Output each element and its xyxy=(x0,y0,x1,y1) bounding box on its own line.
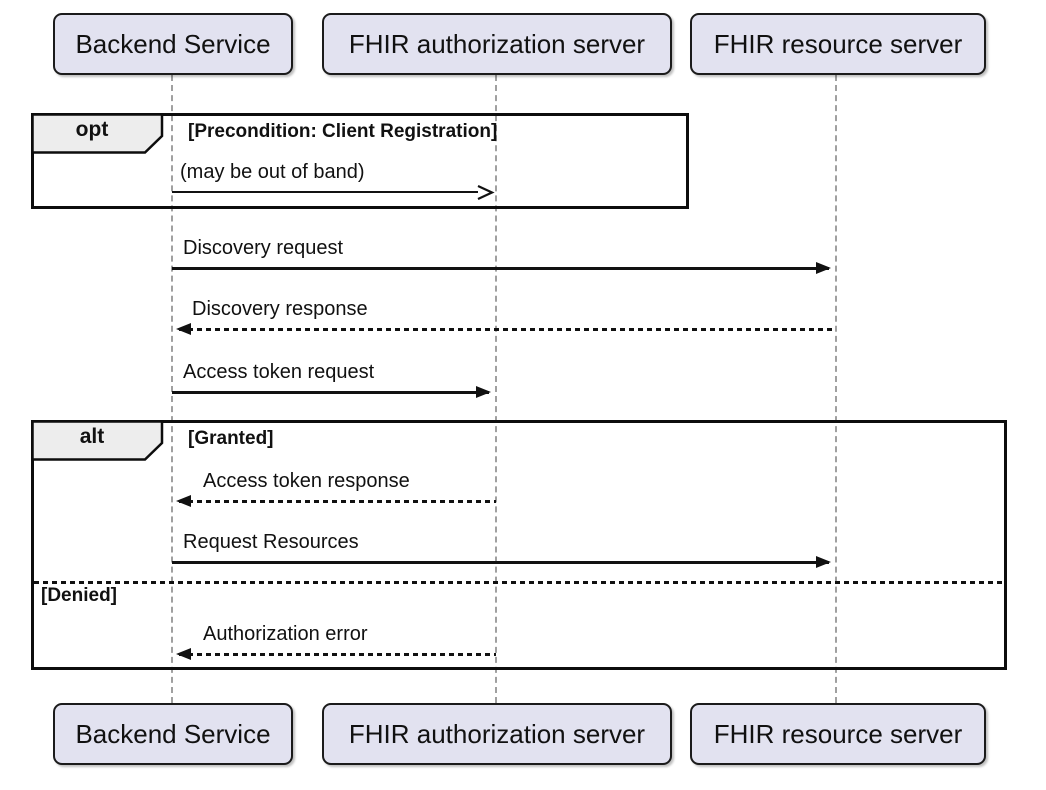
participant-top-auth: FHIR authorization server xyxy=(322,13,672,75)
open-arrowhead-icon xyxy=(475,183,495,208)
message-label-access-token-response: Access token response xyxy=(203,470,410,492)
participant-label: FHIR authorization server xyxy=(348,28,646,59)
message-line-authorization-error xyxy=(179,653,496,656)
participant-bottom-backend: Backend Service xyxy=(53,703,293,765)
message-line-discovery-request xyxy=(172,267,829,270)
lifeline-resource xyxy=(835,75,837,703)
fragment-operator-pentagon xyxy=(31,420,164,461)
filled-arrowhead-icon xyxy=(176,323,191,336)
participant-label: FHIR resource server xyxy=(713,718,963,749)
participant-bottom-auth: FHIR authorization server xyxy=(322,703,672,765)
filled-arrowhead-icon xyxy=(176,495,191,508)
message-line-access-token-request xyxy=(172,391,489,394)
message-label-access-token-request: Access token request xyxy=(183,361,375,383)
opt-fragment: opt [Precondition: Client Registration] xyxy=(31,113,689,209)
participant-label: Backend Service xyxy=(75,718,271,749)
message-label-authorization-error: Authorization error xyxy=(203,623,368,645)
filled-arrowhead-icon xyxy=(476,386,491,399)
lifeline-backend xyxy=(171,75,173,703)
participant-top-resource: FHIR resource server xyxy=(690,13,986,75)
message-line-access-token-response xyxy=(179,500,496,503)
participant-top-backend: Backend Service xyxy=(53,13,293,75)
alt-guard-granted-label: [Granted] xyxy=(188,428,274,449)
filled-arrowhead-icon xyxy=(176,648,191,661)
filled-arrowhead-icon xyxy=(816,556,831,569)
alt-else-divider xyxy=(34,581,1004,584)
alt-guard-denied-label: [Denied] xyxy=(41,585,117,606)
message-label-discovery-response: Discovery response xyxy=(192,298,368,320)
message-label-request-resources: Request Resources xyxy=(183,531,359,553)
filled-arrowhead-icon xyxy=(816,262,831,275)
message-line-client-registration xyxy=(172,191,478,193)
lifeline-auth xyxy=(495,75,497,703)
opt-operator-label: opt xyxy=(75,118,109,141)
opt-guard-label: [Precondition: Client Registration] xyxy=(188,121,498,142)
participant-label: FHIR resource server xyxy=(713,28,963,59)
message-label-discovery-request: Discovery request xyxy=(183,237,344,259)
participant-label: FHIR authorization server xyxy=(348,718,646,749)
participant-bottom-resource: FHIR resource server xyxy=(690,703,986,765)
message-line-request-resources xyxy=(172,561,829,564)
message-label-client-registration: (may be out of band) xyxy=(180,161,365,183)
alt-operator-label: alt xyxy=(79,425,105,448)
participant-label: Backend Service xyxy=(75,28,271,59)
alt-fragment: alt [Granted] [Denied] xyxy=(31,420,1007,670)
message-line-discovery-response xyxy=(179,328,836,331)
fragment-operator-pentagon xyxy=(31,113,164,154)
